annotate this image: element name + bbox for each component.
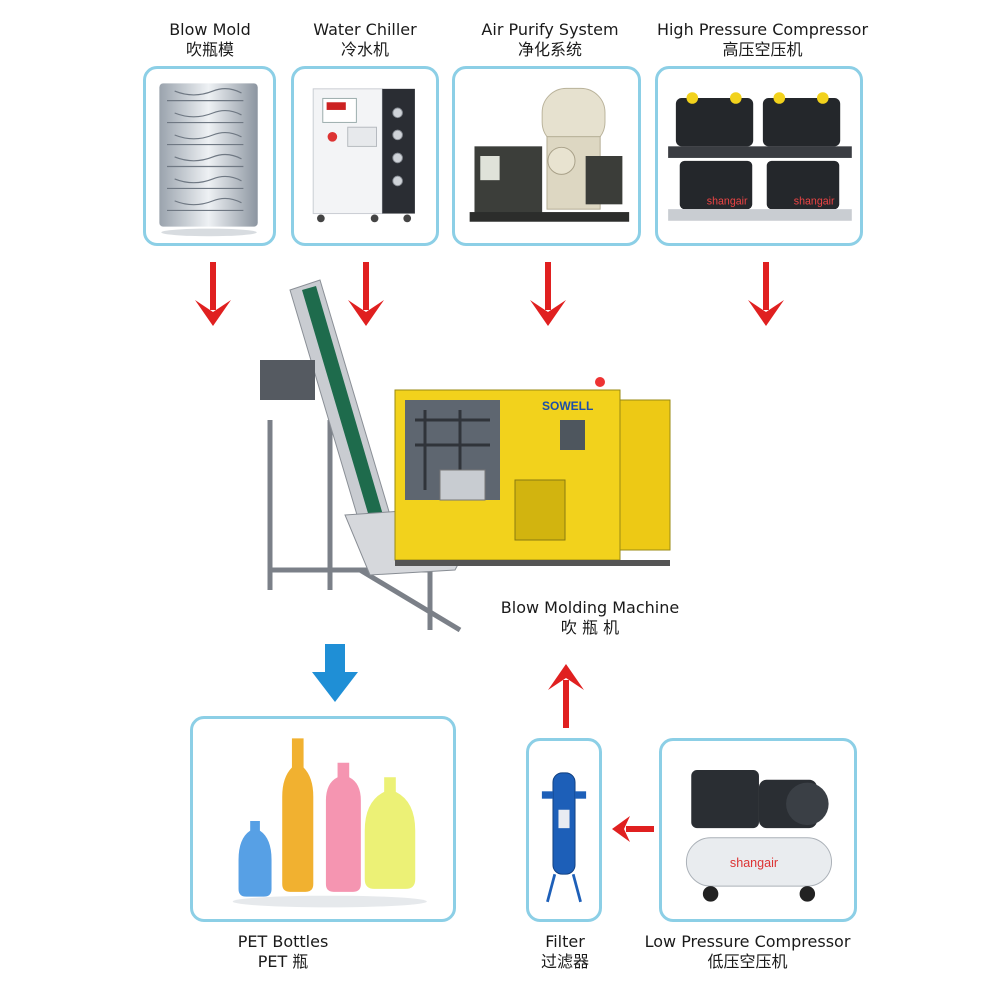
blow-machine-label: Blow Molding Machine 吹 瓶 机 <box>490 598 690 638</box>
hp-brand-right: shangair <box>794 195 835 207</box>
pet-bottles-illustration <box>232 738 427 908</box>
air-purify-label: Air Purify System 净化系统 <box>465 20 635 60</box>
down-arrow-red-icon <box>530 262 566 326</box>
hp-brand-left: shangair <box>707 195 748 207</box>
water-chiller-label-en: Water Chiller <box>313 20 417 39</box>
filter-label-zh: 过滤器 <box>540 952 589 971</box>
filter-illustration <box>541 772 587 903</box>
hp-compressor-illustration: shangair shangair <box>668 92 852 221</box>
down-arrow-red-icon <box>348 262 384 326</box>
blow-machine-label-en: Blow Molding Machine <box>500 598 680 617</box>
lp-compressor-label: Low Pressure Compressor 低压空压机 <box>640 932 855 972</box>
left-arrow-red-icon <box>612 816 654 842</box>
water-chiller-label: Water Chiller 冷水机 <box>300 20 430 60</box>
lp-compressor-label-en: Low Pressure Compressor <box>644 932 851 951</box>
hp-compressor-label-zh: 高压空压机 <box>722 40 803 59</box>
lp-compressor-illustration: shangair <box>685 770 833 902</box>
water-chiller-image <box>291 66 439 246</box>
blow-molding-machine-image: SOWELL <box>260 279 671 633</box>
blow-mold-image <box>143 66 276 246</box>
water-chiller-illustration <box>312 88 415 223</box>
hp-compressor-image: shangair shangair <box>655 66 863 246</box>
up-arrow-red-icon <box>548 664 584 728</box>
hp-compressor-label: High Pressure Compressor 高压空压机 <box>650 20 875 60</box>
filter-label: Filter 过滤器 <box>525 932 605 972</box>
air-purify-label-zh: 净化系统 <box>517 40 582 59</box>
down-arrow-red-icon <box>195 262 231 326</box>
pet-bottles-image <box>190 716 456 922</box>
air-purify-label-en: Air Purify System <box>481 20 619 39</box>
lp-compressor-label-zh: 低压空压机 <box>707 952 788 971</box>
water-chiller-label-zh: 冷水机 <box>340 40 389 59</box>
air-purify-image <box>452 66 641 246</box>
filter-image <box>526 738 602 922</box>
lp-brand: shangair <box>730 856 778 870</box>
blow-machine-label-zh: 吹 瓶 机 <box>560 618 620 637</box>
lp-compressor-image: shangair <box>659 738 857 922</box>
down-arrow-red-icon <box>748 262 784 326</box>
blow-mold-label: Blow Mold 吹瓶模 <box>150 20 270 60</box>
blow-mold-label-zh: 吹瓶模 <box>185 40 234 59</box>
sowell-logo: SOWELL <box>542 399 593 413</box>
blow-mold-label-en: Blow Mold <box>169 20 251 39</box>
hp-compressor-label-en: High Pressure Compressor <box>656 20 869 39</box>
filter-label-en: Filter <box>545 932 585 951</box>
down-arrow-blue-icon <box>312 644 358 702</box>
blow-mold-illustration <box>159 83 258 237</box>
pet-bottles-label: PET Bottles PET 瓶 <box>223 932 343 972</box>
air-purify-illustration <box>469 87 630 222</box>
pet-bottles-label-en: PET Bottles <box>237 932 329 951</box>
pet-bottles-label-zh: PET 瓶 <box>257 952 309 971</box>
